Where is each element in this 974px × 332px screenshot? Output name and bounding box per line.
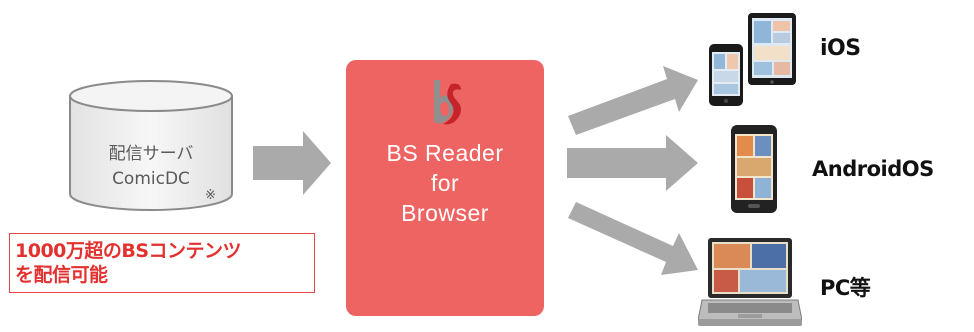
server-note-mark: ※	[205, 188, 216, 203]
iphone-icon	[709, 44, 743, 106]
ipad-icon	[748, 13, 796, 85]
reader-line-1: BS Reader	[386, 140, 504, 166]
bs-reader-box: BS Reader for Browser	[346, 60, 544, 316]
arrow-to-pc	[568, 202, 698, 275]
reader-title: BS Reader for Browser	[346, 138, 544, 228]
label-ios: iOS	[820, 36, 861, 61]
arrow-to-reader	[253, 131, 331, 195]
arrow-to-ios	[568, 66, 698, 135]
reader-line-3: Browser	[401, 200, 489, 226]
caption-line-2: を配信可能	[15, 264, 108, 286]
arrow-to-android	[567, 135, 698, 191]
server-cylinder-icon	[66, 78, 236, 214]
server-label: 配信サーバ ComicDC	[66, 142, 236, 192]
server-name: 配信サーバ	[108, 144, 194, 164]
delivery-caption: 1000万超のBSコンテンツ を配信可能	[9, 233, 315, 293]
label-android: AndroidOS	[812, 157, 934, 181]
bs-logo-icon	[425, 76, 465, 130]
android-phone-icon	[731, 125, 777, 213]
laptop-icon	[698, 238, 802, 326]
caption-line-1: 1000万超のBSコンテンツ	[15, 240, 242, 262]
label-pc: PC等	[820, 276, 871, 300]
reader-line-2: for	[430, 170, 460, 196]
server-product: ComicDC	[112, 169, 190, 189]
